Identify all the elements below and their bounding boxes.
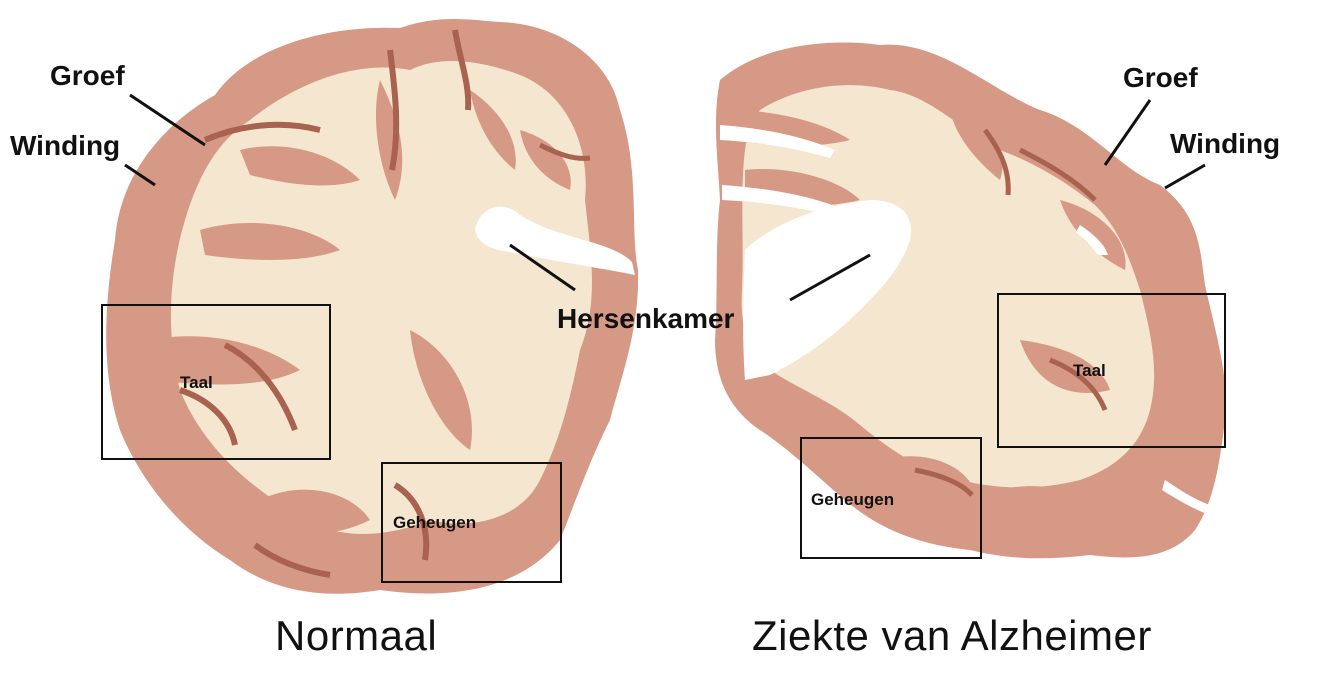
pointer-sulcus-right [1105,100,1150,165]
alzheimer-language-region-box [997,293,1226,448]
label-language-alzheimer: Taal [1073,362,1106,379]
label-memory-normal: Geheugen [393,514,476,531]
label-ventricle: Hersenkamer [557,305,734,333]
label-sulcus-alzheimer: Groef [1123,64,1198,92]
label-memory-alzheimer: Geheugen [811,491,894,508]
label-sulcus-normal: Groef [50,62,125,90]
caption-alzheimer: Ziekte van Alzheimer [752,615,1152,657]
caption-normal: Normaal [275,615,437,657]
normal-language-region-box [101,304,331,460]
label-gyrus-alzheimer: Winding [1170,130,1280,158]
pointer-gyrus-right [1165,165,1205,188]
label-language-normal: Taal [180,374,213,391]
label-gyrus-normal: Winding [10,132,120,160]
